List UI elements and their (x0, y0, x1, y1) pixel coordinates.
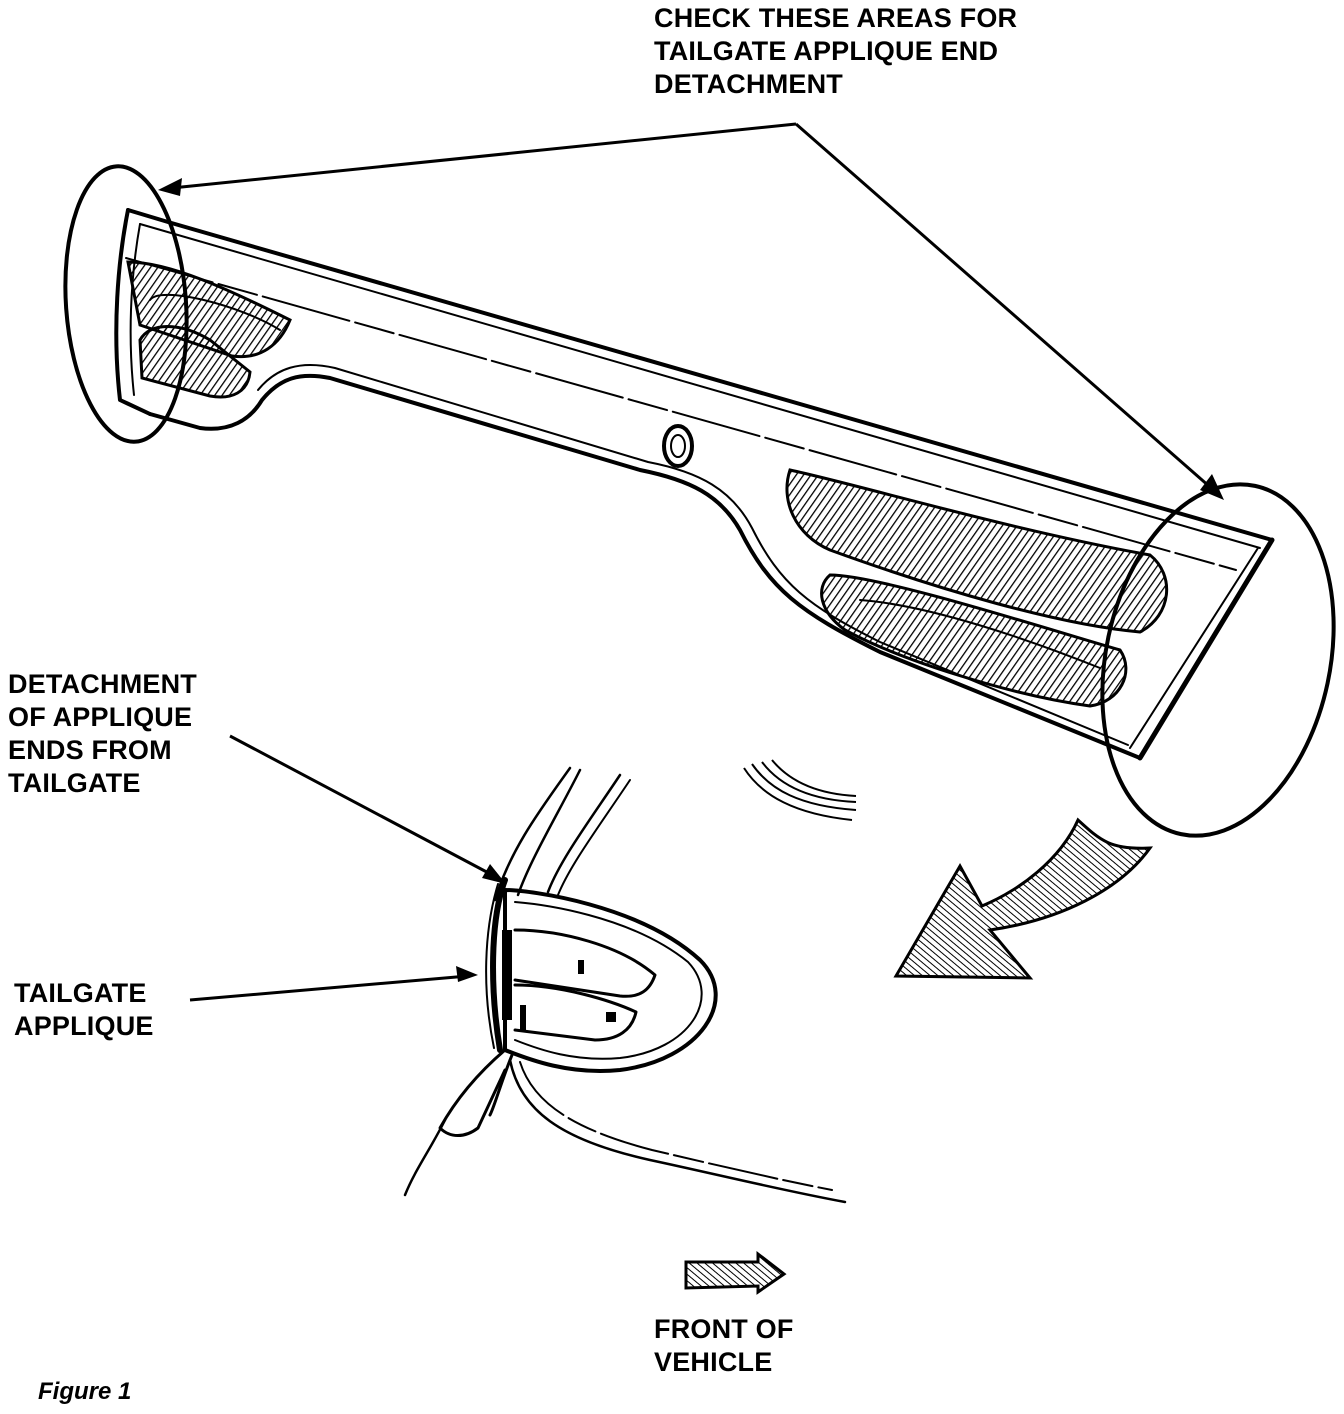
tailgate-applique-callout: TAILGATE APPLIQUE (14, 978, 154, 1041)
figure-caption: Figure 1 (38, 1378, 132, 1405)
left-arrowhead (158, 178, 182, 196)
front-of-vehicle-callout: FRONT OF VEHICLE (654, 1314, 794, 1377)
top-callout-leaders (171, 122, 1219, 496)
sweep-lines (743, 759, 857, 821)
front-of-vehicle-arrow-icon (684, 1250, 787, 1295)
right-lamp-drawing (785, 468, 1169, 708)
right-check-ellipse (1100, 482, 1336, 838)
check-area-circles (63, 164, 1336, 838)
detachment-arrowhead (482, 864, 506, 884)
detachment-callout: DETACHMENT OF APPLIQUE ENDS FROM TAILGAT… (8, 669, 197, 798)
check-areas-callout: CHECK THESE AREAS FOR TAILGATE APPLIQUE … (654, 3, 1018, 99)
left-check-ellipse (63, 164, 189, 444)
sweep-arrow (893, 817, 1154, 980)
applique-detail-drawing (403, 766, 847, 1204)
left-callout-leaders (189, 734, 499, 1002)
detail-lamp-marks (502, 930, 616, 1031)
left-lamp-drawing (126, 260, 292, 399)
right-arrowhead (1200, 474, 1224, 500)
applique-arrowhead (456, 966, 478, 982)
